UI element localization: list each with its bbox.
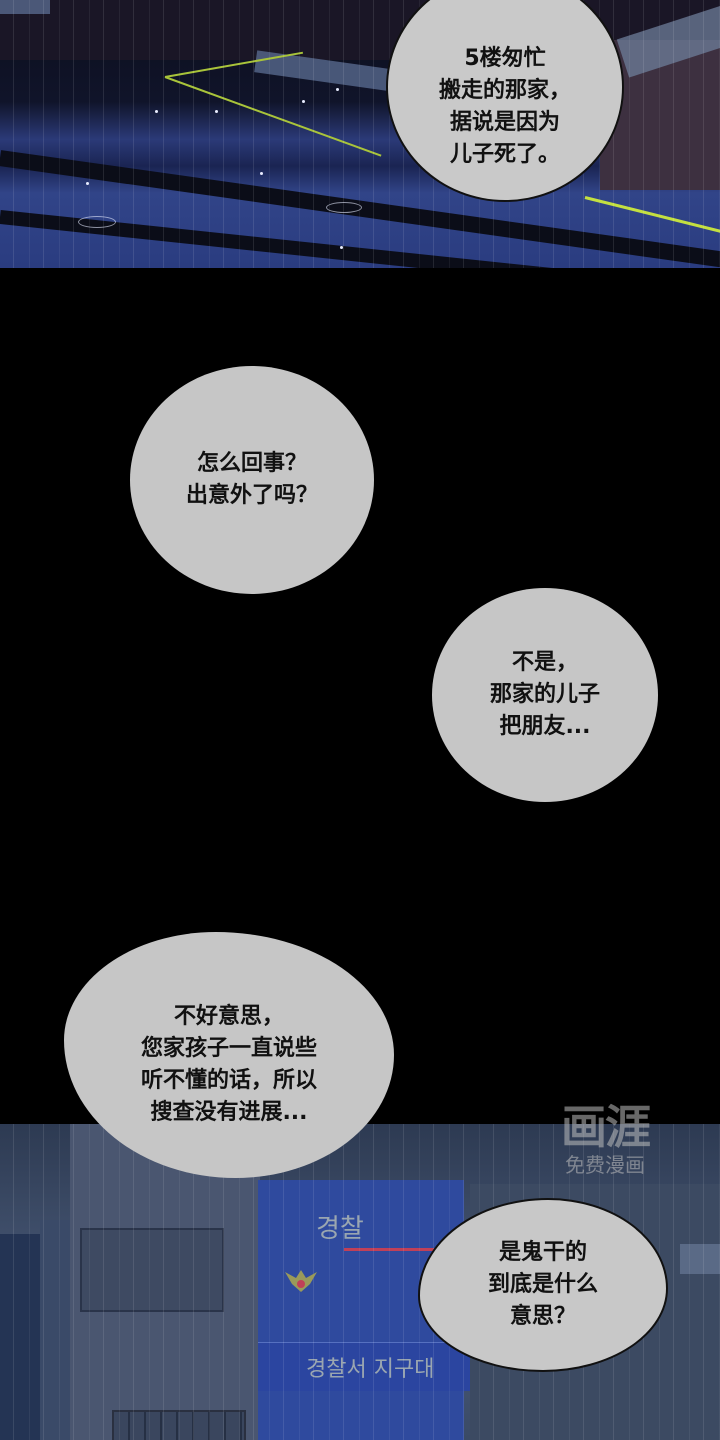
bubble-text-line: 5楼匆忙 <box>464 46 546 71</box>
road-marking <box>584 196 720 236</box>
building-left <box>40 1220 70 1440</box>
bubble-text-line: 搜查没有进展... <box>150 1100 308 1125</box>
speech-bubble-3: 不是， 那家的儿子 把朋友... <box>432 588 658 802</box>
bubble-text-line: 出意外了吗？ <box>185 483 318 508</box>
road-marking <box>164 76 382 157</box>
speech-bubble-2: 怎么回事？ 出意外了吗？ <box>130 366 374 594</box>
station-sign-top: 경찰 <box>316 1214 364 1244</box>
bubble-text-line: 到底是什么 <box>487 1272 598 1297</box>
ledge <box>0 0 50 14</box>
building-left <box>0 1234 40 1440</box>
police-emblem-icon <box>285 1270 317 1292</box>
bubble-text-line: 是鬼干的 <box>498 1240 587 1265</box>
raindrop <box>340 246 343 249</box>
speech-bubble-5: 是鬼干的 到底是什么 意思？ <box>418 1198 668 1372</box>
police-station-building: 경찰 경찰서 지구대 <box>258 1180 472 1440</box>
bubble-text-line: 您家孩子一直说些 <box>140 1036 317 1061</box>
speech-bubble-1: 5楼匆忙 搬走的那家， 据说是因为 儿子死了。 <box>386 0 624 202</box>
raindrop <box>302 100 305 103</box>
station-sign-band: 경찰서 지구대 <box>306 1357 435 1382</box>
bubble-text-line: 意思？ <box>509 1304 576 1329</box>
raindrop <box>86 182 89 185</box>
station-band: 경찰서 지구대 <box>258 1342 472 1391</box>
bubble-text-line: 据说是因为 <box>449 110 560 135</box>
raindrop <box>155 110 158 113</box>
building-window <box>680 1244 720 1274</box>
watermark: 画涯 免费漫画 <box>540 1102 670 1178</box>
raindrop <box>215 110 218 113</box>
sign-red-stripe <box>344 1248 434 1251</box>
bubble-text-line: 听不懂的话，所以 <box>140 1068 317 1093</box>
building-window <box>80 1228 224 1312</box>
bubble-text-line: 那家的儿子 <box>489 682 600 707</box>
raindrop <box>260 172 263 175</box>
bubble-text-line: 不是， <box>511 650 578 675</box>
bubble-text-line: 怎么回事？ <box>196 451 307 476</box>
window-grille <box>112 1410 246 1440</box>
bubble-text-line: 搬走的那家， <box>438 78 571 103</box>
raindrop <box>336 88 339 91</box>
watermark-tagline: 免费漫画 <box>565 1153 645 1177</box>
puddle-ripple <box>326 202 362 213</box>
watermark-logo: 画涯 <box>561 1100 651 1154</box>
puddle-ripple <box>78 216 116 228</box>
bubble-text-line: 儿子死了。 <box>449 142 560 167</box>
speech-bubble-4: 不好意思， 您家孩子一直说些 听不懂的话，所以 搜查没有进展... <box>64 932 394 1178</box>
bubble-text-line: 不好意思， <box>173 1004 284 1029</box>
bubble-text-line: 把朋友... <box>499 714 591 739</box>
